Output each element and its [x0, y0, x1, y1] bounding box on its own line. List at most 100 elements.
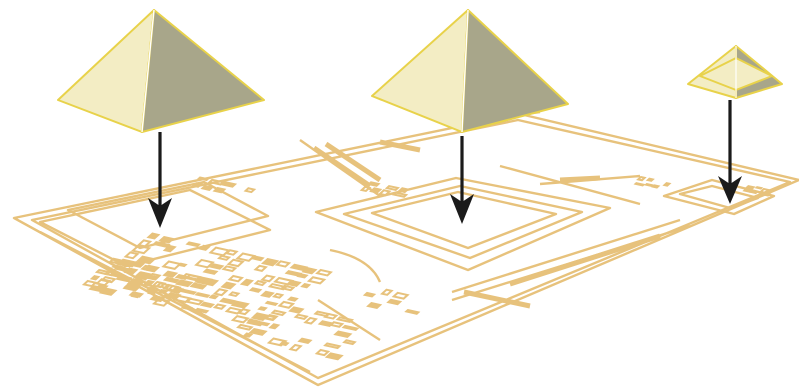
tomb	[119, 260, 137, 268]
tomb	[108, 272, 123, 278]
tomb	[130, 244, 152, 255]
tomb	[257, 321, 271, 327]
tomb	[264, 300, 279, 306]
tomb	[288, 343, 303, 352]
tomb	[194, 258, 215, 269]
tomb	[754, 186, 764, 190]
pyramid-left-dark-face	[141, 9, 265, 133]
tomb	[237, 308, 252, 316]
tomb	[216, 254, 232, 261]
tomb	[208, 294, 220, 300]
tomb	[123, 267, 139, 275]
tomb	[81, 279, 98, 288]
tomb	[174, 273, 190, 281]
tomb	[180, 305, 193, 311]
tomb	[208, 246, 231, 257]
tomb	[158, 235, 175, 244]
tomb	[149, 294, 166, 303]
arrow-center	[450, 136, 474, 224]
tomb	[260, 290, 275, 298]
tomb	[323, 342, 342, 350]
tomb	[123, 251, 140, 260]
tomb	[162, 270, 179, 278]
tomb-field	[81, 139, 773, 361]
tomb	[391, 291, 410, 300]
tomb	[199, 301, 216, 308]
tomb	[248, 328, 268, 336]
tomb	[306, 276, 327, 285]
tomb	[165, 292, 182, 300]
tomb	[212, 303, 227, 310]
tomb	[151, 280, 167, 289]
plan-inner-border	[30, 118, 792, 380]
tomb	[175, 279, 194, 288]
tomb	[135, 255, 157, 265]
causeway-block	[379, 139, 421, 153]
tomb	[362, 291, 377, 298]
tomb	[128, 291, 145, 298]
tomb	[285, 279, 302, 287]
tomb	[185, 274, 203, 281]
tomb	[185, 241, 202, 248]
tomb	[98, 287, 118, 296]
tomb	[748, 189, 760, 195]
pyramid-right	[687, 45, 783, 99]
tomb	[151, 297, 171, 307]
tomb	[260, 257, 280, 267]
tomb	[212, 288, 229, 297]
pyramid-left-light-face	[57, 9, 155, 133]
tomb	[288, 306, 305, 314]
tomb	[271, 292, 285, 299]
tomb	[218, 297, 237, 305]
tomb	[198, 244, 211, 251]
enclosure-right	[662, 178, 776, 216]
tomb	[286, 296, 299, 302]
tomb	[212, 186, 227, 194]
tomb	[662, 182, 672, 187]
tomb	[227, 291, 241, 298]
tomb	[133, 271, 153, 281]
tomb	[157, 288, 169, 295]
tomb	[144, 274, 158, 280]
tomb	[220, 180, 238, 188]
tomb	[296, 273, 309, 279]
tomb	[95, 283, 109, 290]
causeway-3	[451, 218, 681, 294]
pyramids	[57, 9, 783, 133]
tomb	[196, 176, 210, 182]
footprint-right	[678, 184, 760, 210]
tomb	[230, 315, 250, 324]
tomb	[384, 184, 400, 192]
tomb	[191, 182, 204, 188]
tomb	[651, 184, 661, 189]
tomb	[328, 321, 345, 328]
tomb	[243, 187, 257, 194]
tomb	[379, 288, 394, 296]
causeway-block	[509, 233, 661, 287]
pyramid-center-dark-face	[461, 9, 569, 133]
causeway-block	[324, 141, 382, 183]
causeway-block	[312, 145, 372, 189]
tomb	[162, 276, 181, 284]
pyramid-left	[57, 9, 265, 133]
tomb	[633, 182, 646, 187]
tomb	[335, 316, 355, 323]
tomb	[146, 288, 159, 296]
tomb	[257, 306, 268, 312]
tomb	[391, 191, 409, 198]
tomb	[274, 260, 292, 268]
tomb	[369, 187, 383, 194]
tomb	[193, 307, 210, 314]
tomb	[645, 177, 655, 182]
causeway-block	[463, 289, 531, 309]
tomb	[180, 288, 198, 295]
tomb	[221, 265, 238, 273]
tomb	[194, 292, 211, 298]
tomb	[236, 323, 254, 331]
tomb	[278, 341, 290, 347]
tomb	[270, 309, 287, 317]
arrows	[148, 100, 742, 228]
tomb	[342, 339, 357, 346]
